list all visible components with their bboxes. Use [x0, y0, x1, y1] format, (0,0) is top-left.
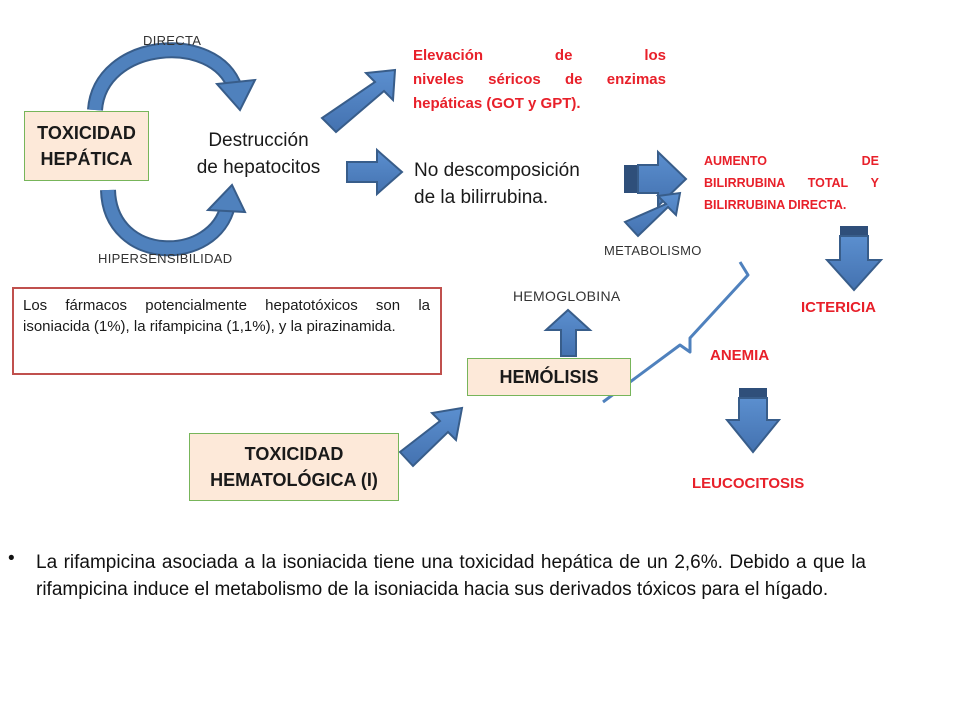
hemolisis-label: HEMÓLISIS	[499, 366, 599, 387]
no-descomposicion-line2: de la bilirrubina.	[414, 187, 549, 208]
box-toxicidad-hematologica: TOXICIDAD HEMATOLÓGICA (I)	[189, 433, 399, 501]
aumento-line3: BILIRRUBINA DIRECTA.	[704, 198, 847, 212]
text-destruccion: Destrucción de hepatocitos	[176, 127, 341, 181]
toxicidad-hepatica-line2: HEPÁTICA	[40, 149, 133, 169]
elevacion-line3: hepáticas (GOT y GPT).	[413, 95, 581, 112]
aumento-line1: AUMENTO DE	[704, 154, 879, 168]
arrow-to-aumento	[624, 149, 688, 209]
label-ictericia: ICTERICIA	[801, 299, 876, 316]
label-directa: DIRECTA	[143, 33, 202, 48]
text-no-descomposicion: No descomposición de la bilirrubina.	[414, 157, 580, 211]
arrow-metabolismo	[623, 191, 682, 238]
arrow-to-leucocitosis	[724, 388, 782, 454]
toxicidad-hematologica-line2: HEMATOLÓGICA (I)	[210, 470, 378, 490]
text-elevacion: Elevación de los niveles séricos de enzi…	[413, 44, 666, 116]
toxicidad-hepatica-line1: TOXICIDAD	[37, 123, 136, 143]
arrow-to-no-descomposicion	[346, 147, 404, 197]
destruccion-line2: de hepatocitos	[196, 157, 321, 178]
bracket	[602, 261, 750, 404]
box-toxicidad-hepatica: TOXICIDAD HEPÁTICA	[24, 111, 149, 181]
curved-arrow-directa	[87, 42, 257, 112]
aumento-line2: BILIRRUBINA TOTAL Y	[704, 176, 879, 190]
curved-arrow-hipersensibilidad	[100, 183, 247, 257]
label-anemia: ANEMIA	[710, 347, 770, 364]
label-leucocitosis: LEUCOCITOSIS	[692, 475, 805, 492]
bullet-symbol: •	[8, 548, 15, 569]
box-hemolisis: HEMÓLISIS	[467, 358, 631, 396]
arrow-to-hemoglobina	[543, 308, 593, 357]
toxicidad-hematologica-line1: TOXICIDAD	[244, 444, 344, 464]
label-metabolismo: METABOLISMO	[604, 243, 702, 258]
text-aumento-bilirrubina: AUMENTO DE BILIRRUBINA TOTAL Y BILIRRUBI…	[704, 150, 879, 216]
label-hemoglobina: HEMOGLOBINA	[513, 288, 621, 304]
arrow-to-hemolisis	[398, 406, 464, 468]
arrow-to-ictericia	[824, 226, 884, 292]
label-hipersensibilidad: HIPERSENSIBILIDAD	[98, 251, 233, 266]
destruccion-line1: Destrucción	[208, 130, 309, 151]
elevacion-line2: niveles séricos de enzimas	[413, 71, 666, 88]
bullet-text: La rifampicina asociada a la isoniacida …	[36, 552, 866, 600]
arrow-to-elevacion	[320, 68, 397, 134]
elevacion-line1: Elevación de los	[413, 47, 666, 64]
no-descomposicion-line1: No descomposición	[414, 160, 580, 181]
note-box: Los fármacos potencialmente hepatotóxico…	[12, 287, 442, 375]
